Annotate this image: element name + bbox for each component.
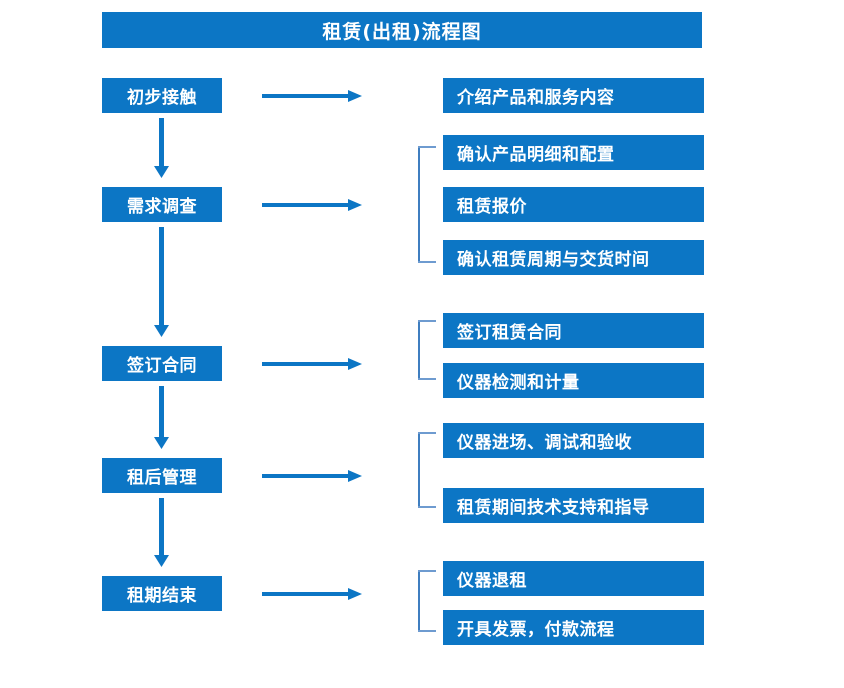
arrow-right-icon (262, 88, 362, 102)
arrow-right-icon (262, 468, 362, 482)
stage-box: 租期结束 (102, 576, 222, 611)
bracket-bottom-tick (418, 261, 436, 263)
bracket-bottom-tick (418, 630, 436, 632)
bracket-group-needs-survey (418, 146, 436, 263)
detail-box: 介绍产品和服务内容 (443, 78, 704, 113)
detail-box: 确认产品明细和配置 (443, 135, 704, 170)
bracket-group-sign-contract (418, 320, 436, 380)
detail-box: 签订租赁合同 (443, 313, 704, 348)
bracket-group-lease-end (418, 570, 436, 632)
arrow-down-icon (151, 498, 173, 567)
bracket-top-tick (418, 570, 436, 572)
stage-box: 需求调查 (102, 187, 222, 222)
bracket-top-tick (418, 146, 436, 148)
detail-box: 仪器检测和计量 (443, 363, 704, 398)
bracket-group-post-rental (418, 432, 436, 508)
stage-box: 租后管理 (102, 458, 222, 493)
page-title: 租赁(出租)流程图 (102, 12, 702, 48)
detail-box: 确认租赁周期与交货时间 (443, 240, 704, 275)
arrow-down-icon (151, 386, 173, 449)
arrow-right-icon (262, 586, 362, 600)
bracket-bottom-tick (418, 506, 436, 508)
detail-box: 租赁期间技术支持和指导 (443, 488, 704, 523)
arrow-right-icon (262, 356, 362, 370)
arrow-down-icon (151, 227, 173, 337)
bracket-bottom-tick (418, 378, 436, 380)
stage-box: 初步接触 (102, 78, 222, 113)
bracket-top-tick (418, 320, 436, 322)
bracket-vertical-line (418, 320, 420, 380)
bracket-top-tick (418, 432, 436, 434)
bracket-vertical-line (418, 146, 420, 263)
arrow-right-icon (262, 197, 362, 211)
detail-box: 仪器退租 (443, 561, 704, 596)
detail-box: 仪器进场、调试和验收 (443, 423, 704, 458)
stage-box: 签订合同 (102, 346, 222, 381)
detail-box: 租赁报价 (443, 187, 704, 222)
arrow-down-icon (151, 118, 173, 178)
bracket-vertical-line (418, 432, 420, 508)
bracket-vertical-line (418, 570, 420, 632)
detail-box: 开具发票，付款流程 (443, 610, 704, 645)
